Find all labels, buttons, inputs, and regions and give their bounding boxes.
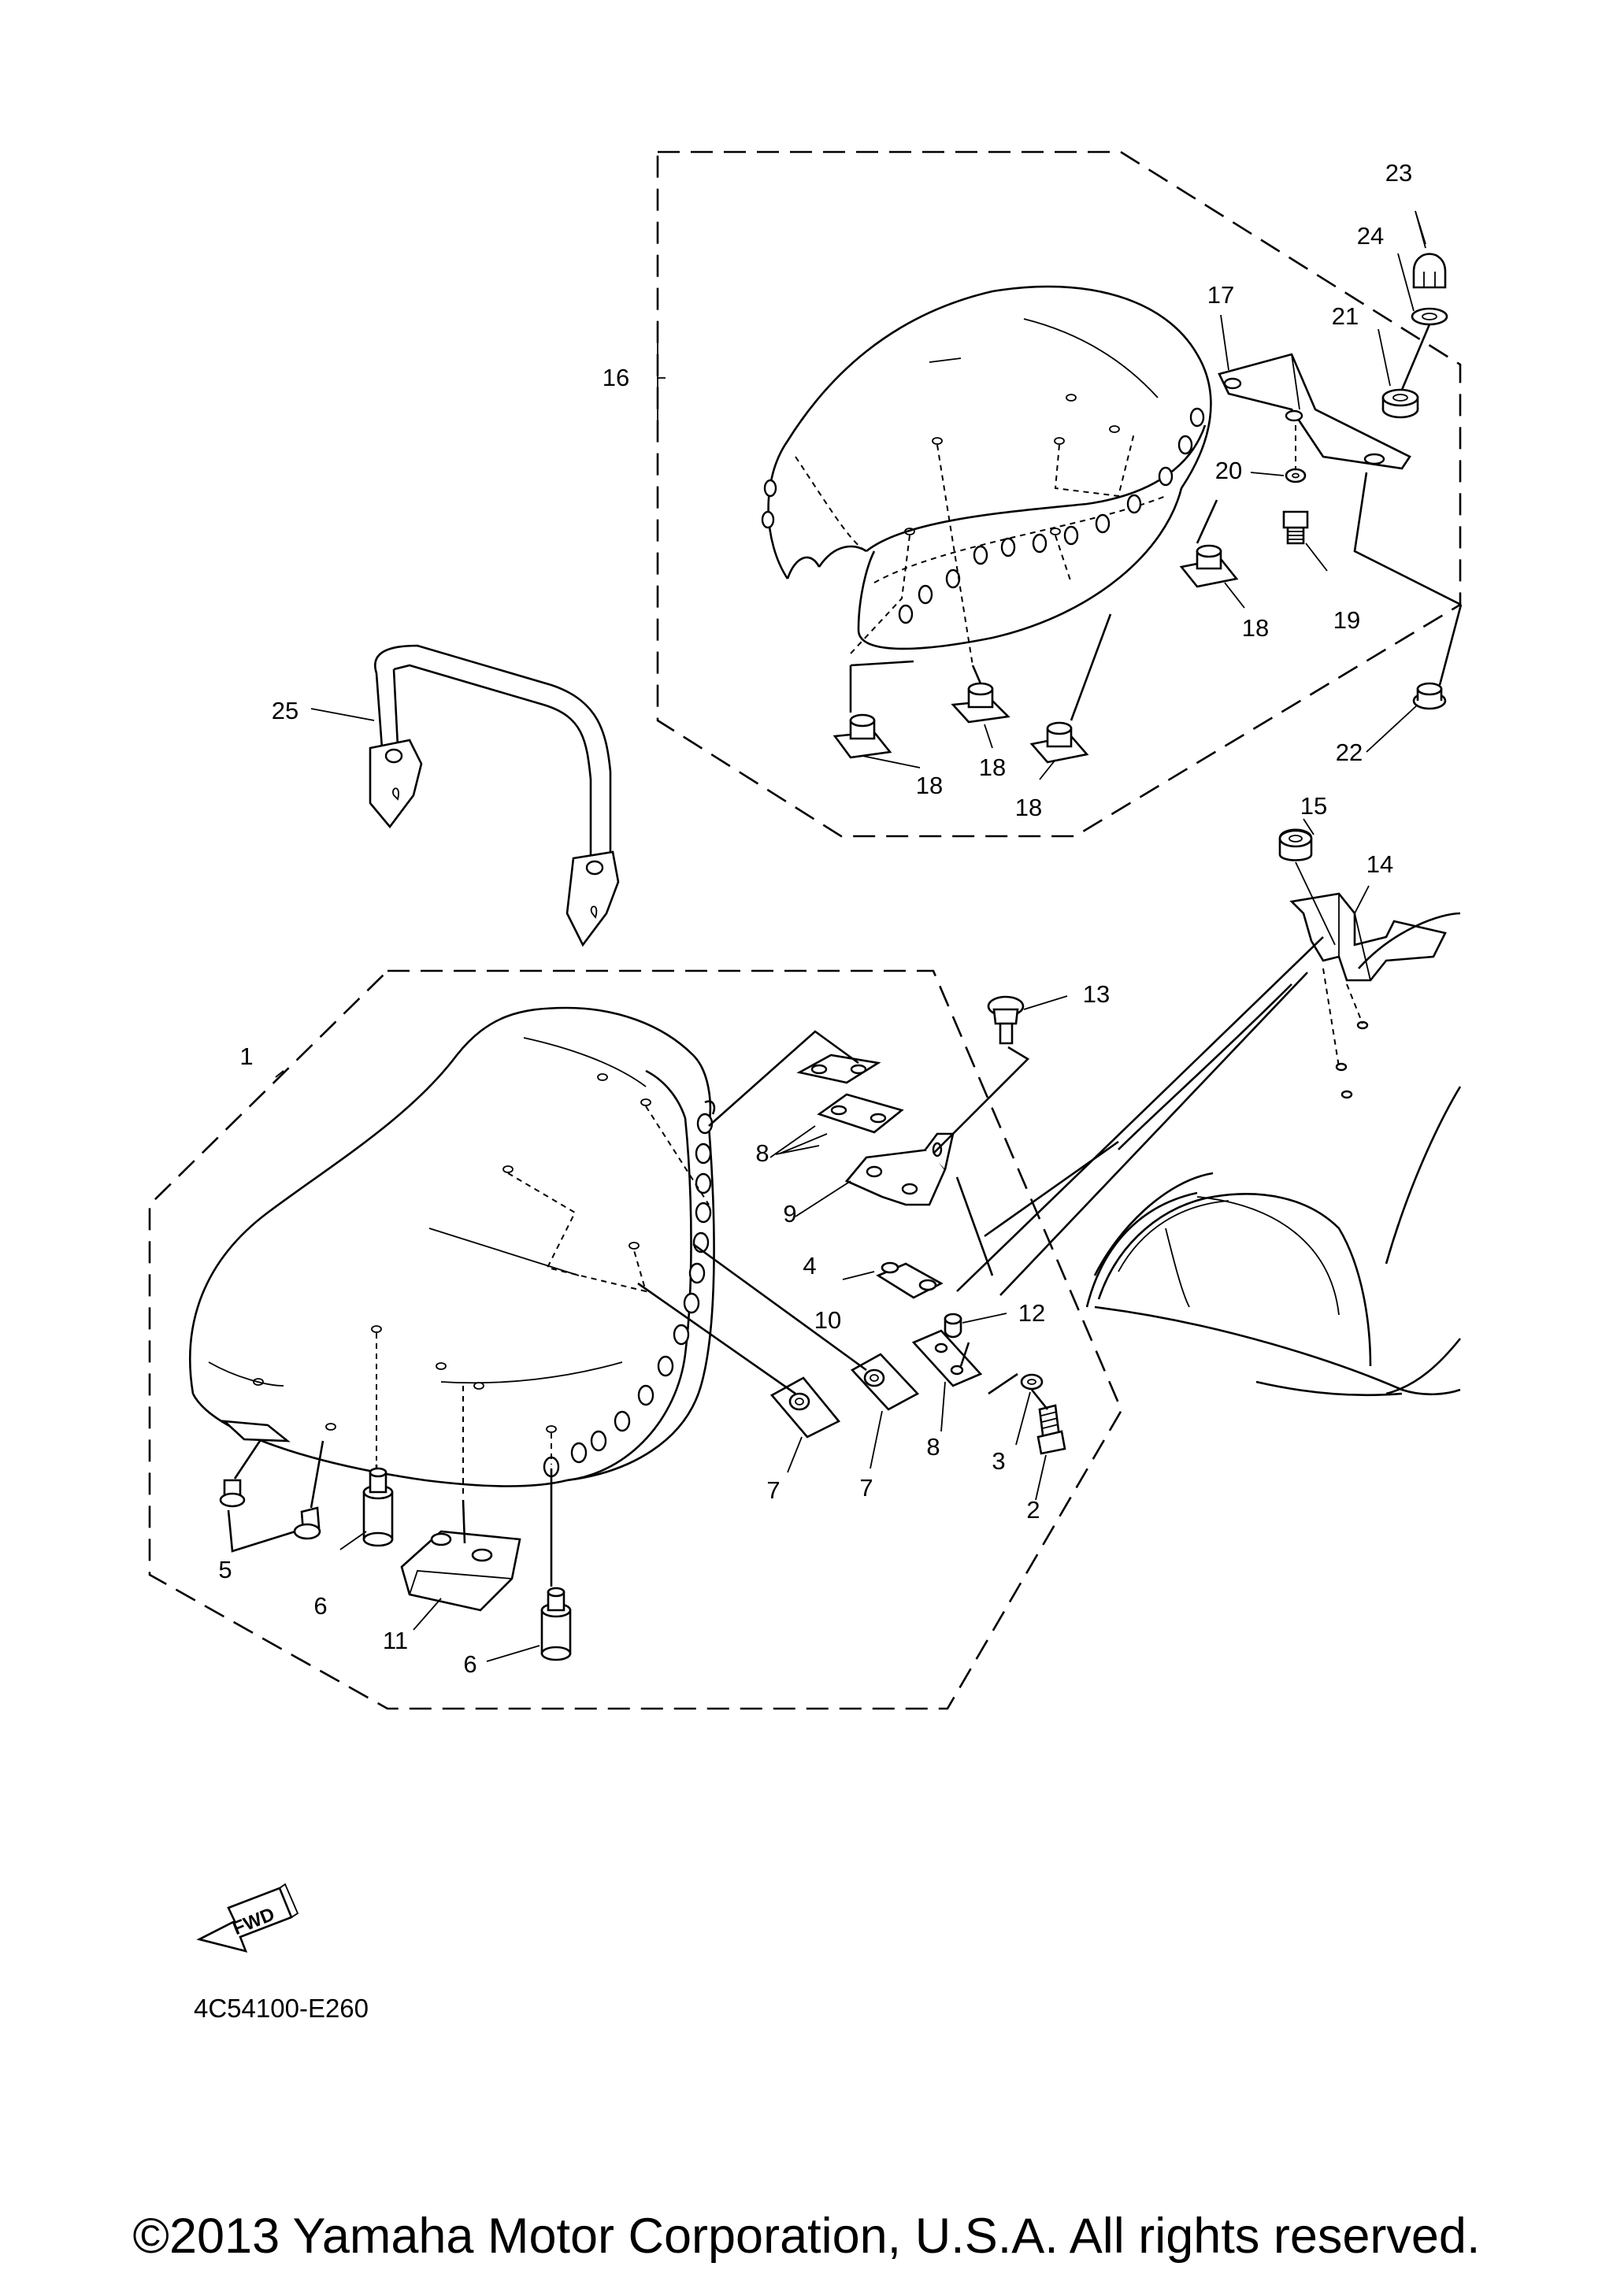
part-label-8a: 8: [755, 1139, 769, 1167]
part-label-7b: 7: [859, 1474, 873, 1502]
part-label-14: 14: [1366, 850, 1393, 878]
fwd-arrow-icon: [196, 1887, 293, 1953]
rear-seat-stud-hole: [973, 545, 988, 565]
copyright-notice: ©2013 Yamaha Motor Corporation, U.S.A. A…: [132, 2209, 1481, 2264]
front-seat-group-boundary: [148, 969, 1123, 1710]
part-label-5: 5: [218, 1556, 232, 1583]
part-label-16: 16: [603, 364, 629, 391]
diagram-code: 4C54100-E260: [194, 1994, 369, 2023]
clip-nut-7: [850, 1353, 920, 1411]
part-label-19: 19: [1333, 606, 1360, 634]
screw-5: [293, 1506, 321, 1540]
washer-20: [1285, 468, 1307, 483]
part-label-17: 17: [1207, 281, 1234, 309]
part-label-1: 1: [239, 1042, 253, 1070]
cap-nut-22: [1412, 253, 1447, 289]
clip-nut-18: [832, 713, 892, 759]
part-label-12: 12: [1018, 1299, 1045, 1327]
part-label-6b: 6: [463, 1650, 476, 1678]
damper-6: [540, 1587, 572, 1661]
rear-seat-stud-hole: [1000, 537, 1016, 557]
rear-seat-cushion: [761, 285, 1212, 650]
bolt-15: [1278, 828, 1336, 946]
rear-seat-group-boundary: [656, 150, 1462, 838]
rear-seat-stud-hole: [1032, 533, 1048, 554]
backrest-25: [369, 644, 620, 947]
part-label-22: 23: [1385, 159, 1412, 187]
part-label-18b: 18: [979, 754, 1006, 781]
part-label-24: 24: [1357, 222, 1384, 250]
bolt-19: [1282, 510, 1309, 545]
part-label-11: 11: [383, 1627, 408, 1654]
rear-seat-stud-hole: [1063, 525, 1079, 546]
clip-nut-18: [951, 682, 1010, 724]
part-label-21: 21: [1332, 302, 1359, 330]
part-label-9: 9: [783, 1200, 796, 1228]
bolt-2: [1036, 1404, 1066, 1455]
part-label-18c: 18: [1015, 794, 1042, 821]
bolt-13: [987, 995, 1025, 1045]
frame-and-fender: [956, 828, 1462, 1397]
seat-bracket-14: [1289, 892, 1447, 982]
part-label-8b: 8: [926, 1433, 940, 1461]
part-label-4: 4: [803, 1252, 816, 1279]
screw-5: [219, 1479, 246, 1508]
part-label-3: 3: [992, 1447, 1005, 1475]
plate-9: [817, 1093, 904, 1134]
collar-12: [944, 1313, 962, 1339]
rear-seat-stud-hole: [763, 479, 777, 498]
rear-seat-group: [656, 150, 1463, 838]
part-label-18a: 18: [916, 772, 943, 799]
part-label-15: 15: [1300, 792, 1327, 820]
plate-8-upper: [796, 1054, 881, 1084]
rear-seat-stud-hole: [1158, 466, 1174, 487]
rear-seat-stud-hole: [1189, 407, 1205, 428]
part-label-2: 2: [1026, 1496, 1040, 1524]
hinge-bracket-4: [844, 1132, 955, 1206]
rear-seat-stud-hole: [1177, 435, 1193, 455]
grommet-23: [1412, 682, 1447, 710]
part-label-6a: 6: [313, 1592, 327, 1620]
stay-10: [876, 1261, 944, 1299]
rear-seat-stud-hole: [918, 584, 933, 605]
rear-seat-stud-hole: [1126, 494, 1142, 514]
front-seat-cushion: [188, 1006, 716, 1487]
part-label-25: 25: [272, 697, 298, 724]
part-label-10: 10: [814, 1306, 841, 1334]
front-seat-group: [148, 969, 1123, 1710]
clip-nut-18: [1179, 544, 1239, 588]
plate-8-lower: [911, 1329, 983, 1387]
rear-seat-stud-hole: [1095, 513, 1111, 534]
rear-seat-stud-hole: [761, 510, 775, 529]
washer-24: [1411, 307, 1448, 326]
damper-block-11: [400, 1530, 521, 1612]
front-seat-tab: [221, 1420, 291, 1442]
part-label-20: 20: [1215, 457, 1242, 484]
part-label-7a: 7: [766, 1476, 780, 1504]
clip-nut-7: [769, 1376, 841, 1439]
clip-nut-18: [1029, 721, 1089, 764]
part-label-23: 22: [1336, 739, 1363, 766]
damper-6: [362, 1467, 394, 1547]
grommet-21: [1381, 388, 1419, 419]
washer-3: [1020, 1373, 1044, 1391]
part-labels: 23 24 21 17 16 20 19 18 18 18 18 22 15 1…: [218, 159, 1412, 1678]
part-label-13: 13: [1083, 980, 1110, 1008]
label-leaders: [275, 210, 1426, 1662]
rear-seat-stud-hole: [898, 604, 914, 624]
forward-direction-arrow: FWD: [196, 1883, 299, 1953]
part-label-18d: 18: [1242, 614, 1269, 642]
rear-seat-stud-hole: [945, 568, 961, 589]
rear-seat-bracket: [1218, 353, 1411, 470]
